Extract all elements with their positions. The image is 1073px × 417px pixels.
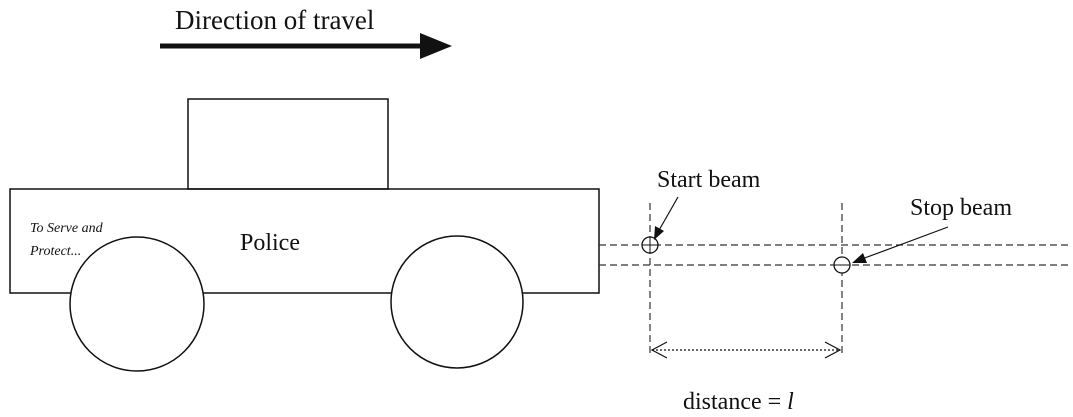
- slogan-line-1: To Serve and: [30, 221, 104, 236]
- stop-beam-pointer-head: [852, 253, 867, 263]
- start-beam-pointer-head: [654, 226, 664, 240]
- slogan-line-2: Protect...: [29, 244, 81, 259]
- car-cabin: [187, 98, 389, 190]
- rear-wheel: [69, 236, 205, 372]
- direction-arrow-head: [420, 33, 452, 59]
- start-beam-pointer: [657, 196, 679, 233]
- car-body: [9, 188, 600, 294]
- stop-beam-label: Stop beam: [910, 195, 1012, 221]
- distance-label-prefix: distance =: [683, 389, 787, 415]
- police-label: Police: [240, 230, 300, 256]
- distance-symbol: l: [787, 389, 794, 415]
- distance-arrow-right-head: [824, 341, 842, 359]
- stop-beam-pointer: [861, 226, 949, 260]
- start-beam-label: Start beam: [657, 167, 761, 193]
- direction-label: Direction of travel: [175, 5, 374, 35]
- front-wheel: [390, 235, 524, 369]
- distance-arrow-left-head: [650, 341, 668, 359]
- distance-label: distance = l: [683, 389, 794, 415]
